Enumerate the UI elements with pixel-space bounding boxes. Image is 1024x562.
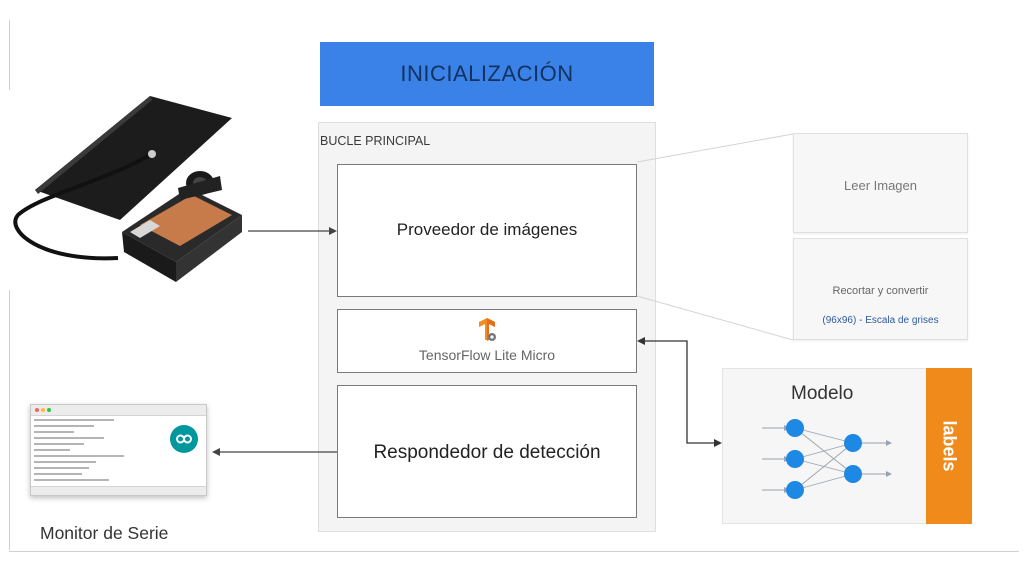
- camera-board-icon: [13, 96, 242, 282]
- init-block: INICIALIZACIÓN: [320, 42, 654, 106]
- left-edge-line: [9, 20, 10, 90]
- model-title: Modelo: [791, 383, 854, 404]
- detection-responder-label: Respondedor de detección: [373, 442, 601, 463]
- tflite-block: TensorFlow Lite Micro: [337, 309, 637, 373]
- labels-bar: labels: [926, 368, 972, 524]
- image-provider-block: Proveedor de imágenes: [337, 164, 637, 297]
- serial-monitor-window: [30, 404, 207, 496]
- read-image-card: Leer Imagen: [793, 133, 968, 233]
- window-min-dot: [41, 408, 45, 412]
- left-edge-line-lower: [9, 290, 10, 550]
- window-max-dot: [47, 408, 51, 412]
- crop-convert-card: Recortar y convertir (96x96) - Escala de…: [793, 238, 968, 340]
- serial-monitor-caption: Monitor de Serie: [40, 523, 169, 543]
- image-provider-label: Proveedor de imágenes: [396, 220, 578, 239]
- tensorflow-icon: [479, 318, 496, 341]
- bottom-edge-line: [9, 551, 1019, 552]
- init-block-label: INICIALIZACIÓN: [400, 61, 574, 86]
- serial-monitor-statusbar: [31, 486, 206, 495]
- serial-monitor-titlebar: [31, 405, 206, 416]
- detection-responder-block: Respondedor de detección: [337, 385, 637, 518]
- window-close-dot: [35, 408, 39, 412]
- crop-convert-detail: (96x96) - Escala de grises: [822, 315, 939, 326]
- labels-text: labels: [939, 420, 960, 472]
- main-loop-label: BUCLE PRINCIPAL: [320, 134, 431, 148]
- arduino-icon: [170, 425, 198, 453]
- read-image-label: Leer Imagen: [844, 178, 917, 193]
- tflite-label: TensorFlow Lite Micro: [418, 347, 556, 363]
- crop-convert-label: Recortar y convertir: [832, 285, 929, 297]
